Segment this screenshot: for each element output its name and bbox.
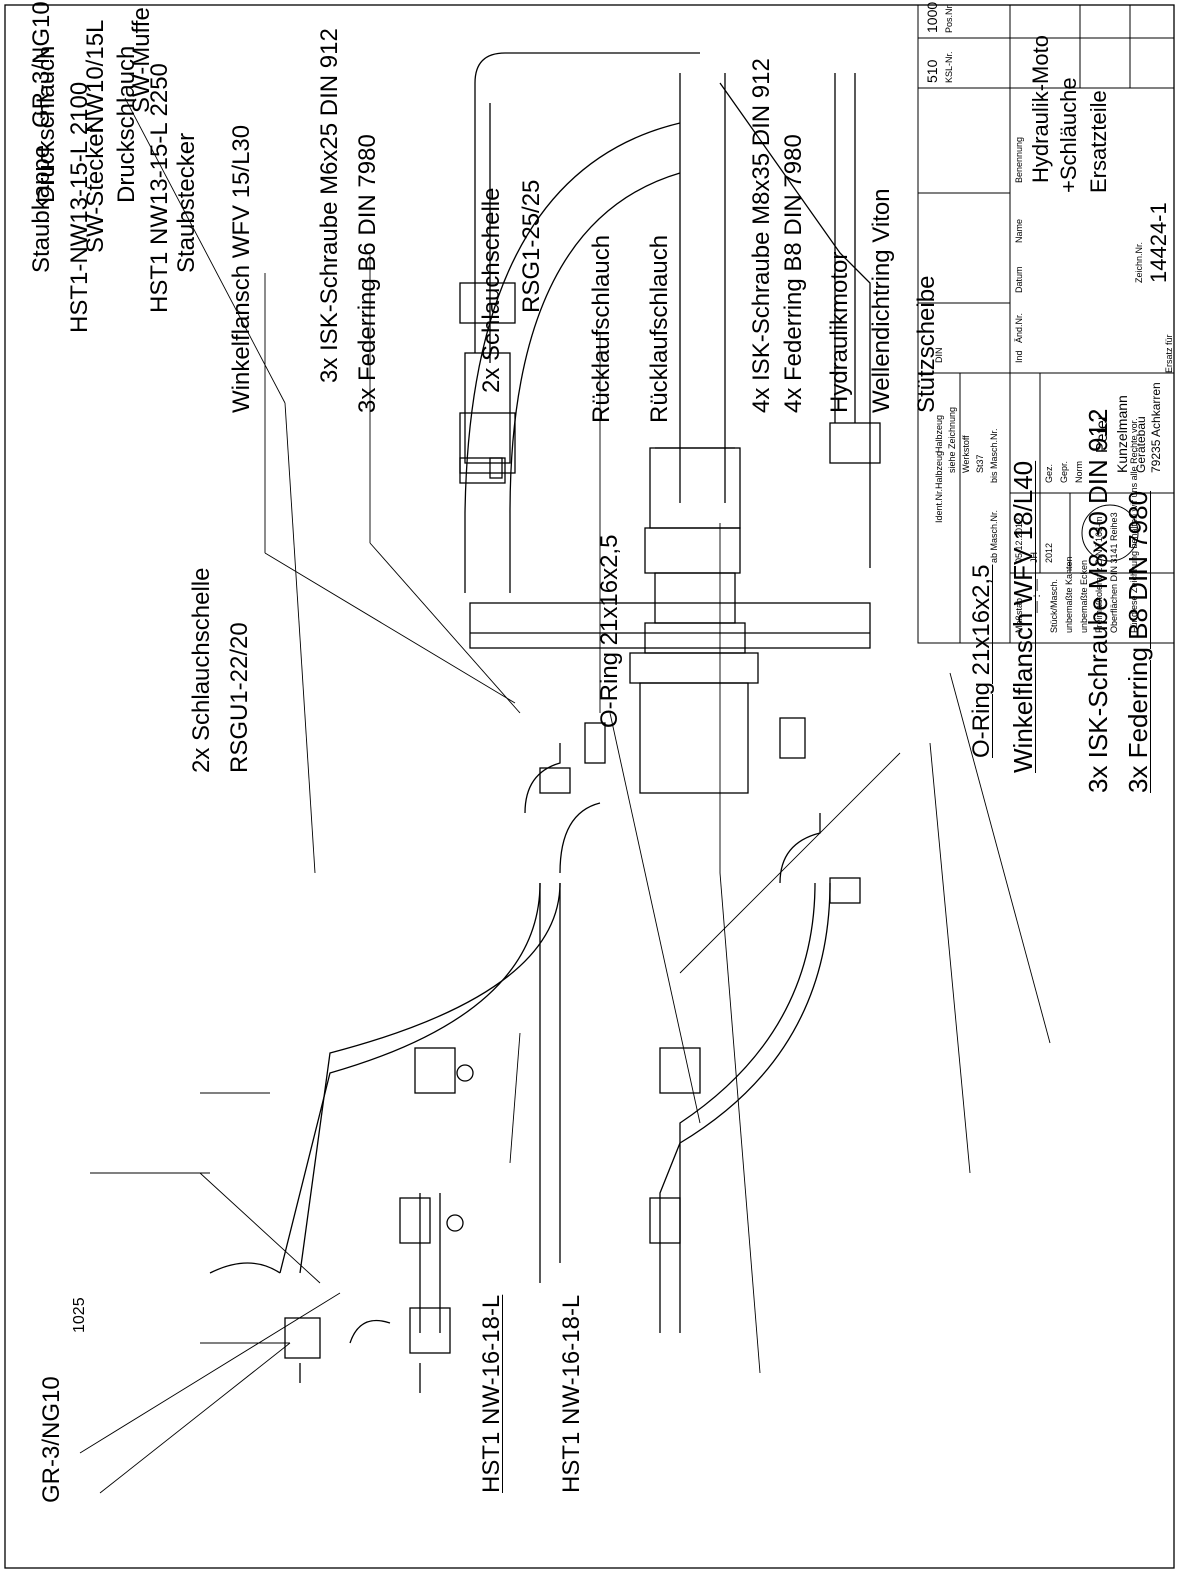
tb-year-value: 2012 (1044, 542, 1054, 563)
label-oring-bottom: O-Ring 21x16x2,5 (968, 564, 995, 758)
tb-datum: Datum (1014, 266, 1024, 293)
label-staubkappe-spec: GR-3/NG10 (28, 1, 55, 128)
label-staubstecker: Staubstecker (173, 132, 200, 273)
label-staubstecker-pos: 1025 (71, 1297, 88, 1333)
tb-benennung-2: +Schläuche (1056, 77, 1081, 193)
tb-ident: Ident.Nr.Halbzeug (934, 450, 944, 523)
label-isk-m6: 3x ISK-Schraube M6x25 DIN 912 (316, 28, 343, 383)
label-ruecklauf-1-spec: HST1 NW-16-18-L (478, 1294, 505, 1493)
tb-benennung-label: Benennung (1014, 136, 1024, 183)
tb-zeichn-label: Zeichn.Nr. (1134, 241, 1144, 283)
label-oring-top: O-Ring 21x16x2,5 (596, 534, 623, 728)
label-ruecklauf-1: Rücklaufschlauch (588, 234, 615, 423)
tb-halbzeug: Halbzeug (934, 414, 944, 453)
tb-pos-value: 1000 (924, 1, 940, 33)
title-block-grid (917, 4, 1175, 644)
label-federring-b6: 3x Federring B6 DIN 7980 (354, 134, 381, 413)
return-hose (419, 882, 831, 1333)
tb-norm: Norm (1074, 461, 1084, 483)
label-schlauchschelle-2: 2x Schlauchschelle (478, 187, 505, 393)
label-schlauchschelle-1: 2x Schlauchschelle (188, 567, 215, 773)
label-ruecklauf-2: Rücklaufschlauch (646, 234, 673, 423)
label-sw-stecker-spec: NW10/15L (82, 19, 109, 133)
tb-company-1: Peter (1094, 414, 1111, 453)
tb-din: DIN (934, 347, 944, 364)
tb-rechte: Für diese Zeichnung behalten wir uns all… (1129, 418, 1139, 633)
label-isk-m8x35: 4x ISK-Schraube M8x35 DIN 912 (748, 58, 775, 413)
tb-name-value: JH (1029, 552, 1039, 563)
tb-benennung-1: Hydraulik-Moto (1028, 35, 1053, 183)
tb-ind: Ind (1014, 350, 1024, 363)
tb-datum-value: 05.12.2012 (1014, 517, 1024, 563)
tb-aend-nr: Änd.Nr. (1014, 312, 1024, 343)
label-staubkappe: Staubkappe (28, 144, 55, 273)
label-wellendichtring: Wellendichtring Viton (868, 188, 895, 413)
pressure-hose-1 (279, 882, 561, 1283)
hose-clamps (399, 1047, 701, 1244)
tb-ecken: unbemaßte Ecken (1079, 559, 1089, 633)
tb-benennung-3: Ersatzteile (1086, 90, 1111, 193)
tb-company-2: Kunzelmann (1114, 395, 1130, 473)
tb-werkstoff: Werkstoff (961, 435, 971, 473)
label-stuetzscheibe: Stützscheibe (913, 275, 940, 413)
label-hydraulikmotor: Hydraulikmotor (826, 251, 853, 413)
tb-gez: Gez. (1044, 463, 1054, 483)
tb-pos-label: Pos.Nr. (944, 3, 954, 33)
tb-stueck: Stück/Masch. (1049, 578, 1059, 633)
tb-massstab-value: — : — (1029, 578, 1043, 613)
tb-siehe-zeichnung: siehe Zeichnung (947, 406, 957, 473)
tb-werkstoff-value: St37 (975, 454, 985, 473)
label-schlauchschelle-2-spec: RSG1-25/25 (518, 179, 545, 313)
arc-tube (459, 82, 871, 593)
couplings (209, 1262, 451, 1393)
tb-gepr: Gepr. (1059, 460, 1069, 483)
tb-kanten: unbemaßte Kanten (1064, 556, 1074, 633)
leader-lines (79, 97, 1051, 1494)
label-schlauchschelle-1-spec: RSGU1-22/20 (226, 622, 253, 773)
label-ruecklauf-2-spec: HST1 NW-16-18-L (558, 1294, 585, 1493)
tb-ksl-value: 510 (924, 59, 940, 83)
label-sw-muffe: SW-Muffe NW10/18L (128, 0, 155, 113)
hose-fittings (524, 717, 861, 904)
mounting-frame (459, 52, 881, 649)
sheet-border (4, 4, 1175, 1569)
label-sw-stecker: SW-Stecker (82, 125, 109, 253)
tb-ersatz: Ersatz für (1164, 334, 1174, 373)
tb-ksl-label: KSL-Nr. (944, 51, 954, 83)
tb-name: Name (1014, 218, 1024, 243)
label-winkelflansch-1: Winkelflansch WFV 15/L30 (228, 124, 255, 413)
label-staubstecker-spec: GR-3/NG10 (38, 1376, 65, 1503)
tb-zeichn-nr: 14424-1 (1146, 202, 1171, 283)
hydraulic-motor (629, 447, 759, 794)
tb-freimass: Freimaßtoleranz DIN 7168-m (1094, 516, 1104, 633)
tb-company-4: 79235 Achkarren (1149, 382, 1163, 473)
tb-ab-masch: ab Masch.Nr. (989, 509, 999, 563)
tb-massstab: Maßstab (1014, 597, 1024, 633)
tb-oberflaechen: Oberflächen DIN 3141 Reihe3 (1109, 512, 1119, 633)
tb-bis-masch: bis Masch.Nr. (989, 428, 999, 483)
label-federring-b8-4x: 4x Federring B8 DIN 7980 (780, 134, 807, 413)
